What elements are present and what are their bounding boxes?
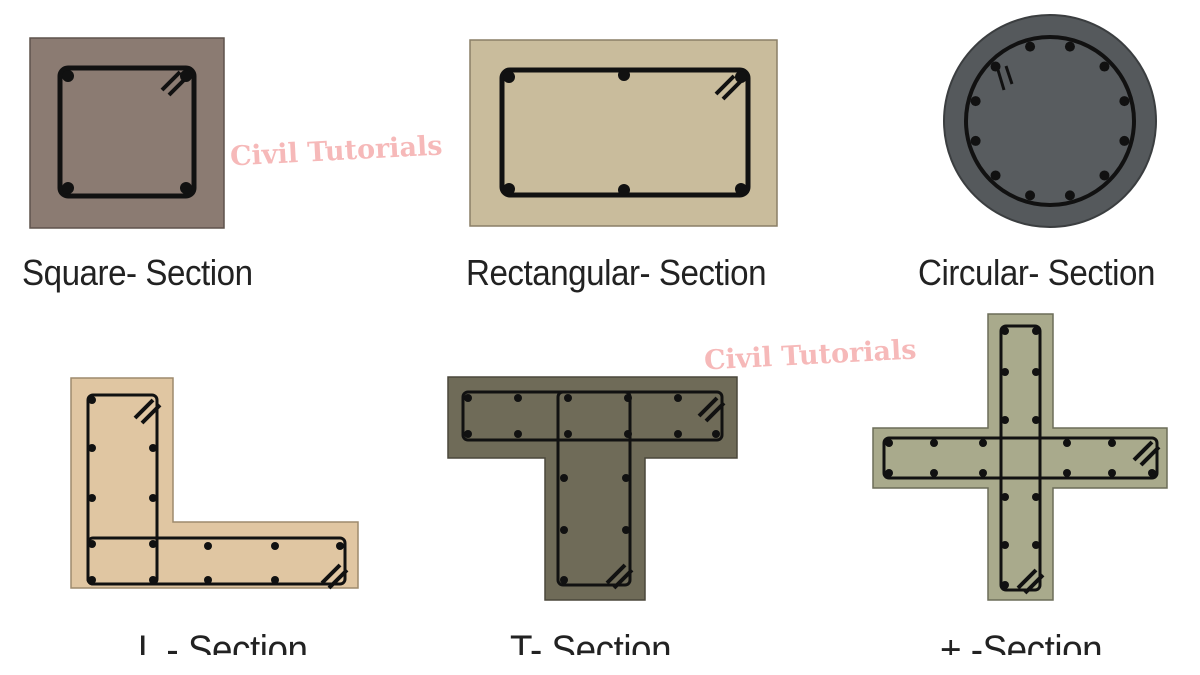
rebar-dot [1064, 190, 1075, 201]
plus-section-drawing [872, 313, 1168, 601]
rebar-dot [970, 135, 981, 146]
rectangular-section-label: Rectangular- Section [466, 252, 767, 293]
rebar-dot [1025, 190, 1036, 201]
rebar-dot [1119, 135, 1130, 146]
rebar-dot [970, 96, 981, 107]
l-section-drawing [70, 377, 359, 590]
plus-section-label: + -Section [940, 628, 1103, 655]
rebar-dot [990, 170, 1001, 181]
square-section-label: Square- Section [22, 252, 253, 293]
rebar-dot [1119, 96, 1130, 107]
circular-section-label: Circular- Section [918, 252, 1155, 293]
rectangular-section-drawing [469, 39, 778, 227]
rebar-dot [1099, 170, 1110, 181]
rebar-dot [1099, 61, 1110, 72]
t-section-drawing [447, 376, 738, 601]
circular-section-drawing [943, 14, 1157, 228]
rebar-dot [990, 61, 1001, 72]
rebar-dot [1025, 41, 1036, 52]
rebar-dot [1064, 41, 1075, 52]
l-section-label: L - Section [138, 628, 308, 655]
t-section-label: T- Section [510, 628, 672, 655]
square-section-drawing [29, 37, 225, 229]
